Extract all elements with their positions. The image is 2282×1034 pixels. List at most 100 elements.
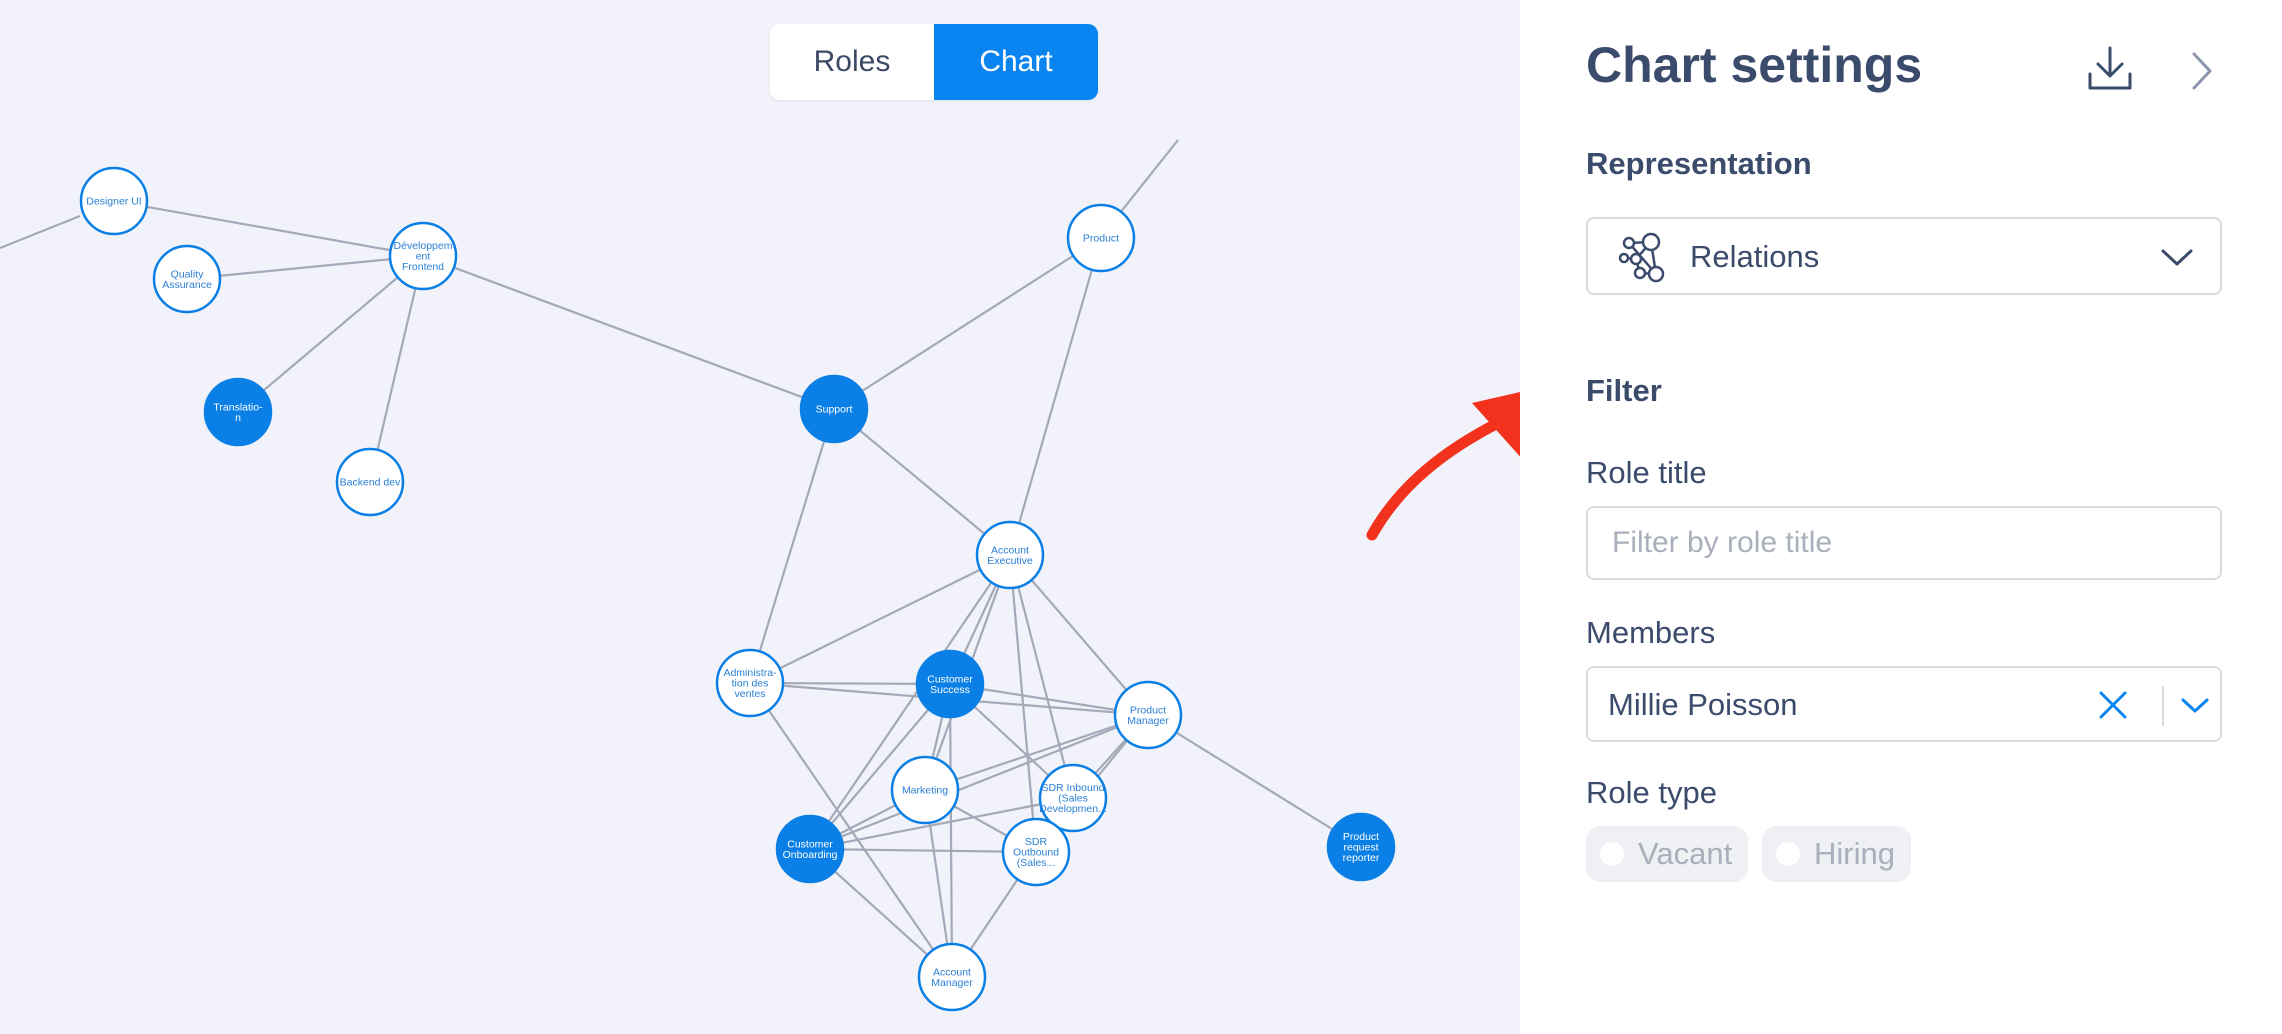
graph-edge xyxy=(1147,714,1362,848)
node-label: Marketing xyxy=(902,785,948,797)
node-circle xyxy=(890,755,960,825)
node-label: Administra- xyxy=(723,667,777,679)
graph-node-sdr-outbound[interactable]: SDROutbound(Sales... xyxy=(1001,817,1071,887)
node-label: Onboarding xyxy=(783,849,838,861)
node-label: reporter xyxy=(1343,852,1380,864)
graph-edge xyxy=(1009,554,1149,716)
node-circle xyxy=(1038,763,1108,833)
graph-edge xyxy=(368,255,425,483)
graph-edge xyxy=(809,683,951,850)
node-label: Account xyxy=(991,544,1029,556)
members-select[interactable]: Millie Poisson xyxy=(1586,666,2222,742)
representation-select[interactable]: Relations xyxy=(1586,217,2222,295)
panel-title: Chart settings xyxy=(1586,37,1923,93)
node-label: Designer UI xyxy=(86,196,141,208)
chevron-right-icon xyxy=(2192,52,2212,90)
node-label: Backend dev xyxy=(340,477,401,489)
graph-edges xyxy=(113,199,1362,978)
node-circle xyxy=(915,649,985,719)
graph-edge xyxy=(422,254,835,411)
node-label: ent xyxy=(416,251,431,263)
graph-edge xyxy=(833,408,1011,556)
filter-heading: Filter xyxy=(1586,373,1662,408)
node-label: ventes xyxy=(735,688,766,700)
download-button[interactable] xyxy=(2086,44,2134,97)
node-circle xyxy=(799,374,869,444)
graph-edge xyxy=(748,408,836,684)
node-circle xyxy=(79,166,149,236)
node-circle xyxy=(917,942,987,1012)
graph-edge xyxy=(237,255,424,413)
node-circle xyxy=(1326,812,1396,882)
radio-icon xyxy=(1776,842,1800,866)
role-type-vacant[interactable]: Vacant xyxy=(1586,826,1749,882)
graph-edge xyxy=(1008,554,1075,799)
chart-tab[interactable]: Chart xyxy=(934,24,1098,100)
node-circle xyxy=(975,520,1045,590)
role-title-label: Role title xyxy=(1586,455,1707,490)
representation-heading: Representation xyxy=(1586,146,1812,181)
role-title-input[interactable] xyxy=(1586,506,2222,580)
chart-settings-panel: Chart settings Representation xyxy=(1520,0,2282,1034)
node-label: Product xyxy=(1343,831,1379,843)
node-label: Translatio- xyxy=(213,401,263,413)
graph-node-product[interactable]: Product xyxy=(1066,203,1136,273)
node-label: SDR Inbound xyxy=(1041,782,1104,794)
graph-node-backend-dev[interactable]: Backend dev xyxy=(335,447,405,517)
graph-node-support[interactable]: Support xyxy=(799,374,869,444)
node-circle xyxy=(152,244,222,314)
node-label: Support xyxy=(816,404,853,416)
download-icon xyxy=(2088,46,2132,90)
graph-edge xyxy=(1008,554,1038,853)
relations-icon xyxy=(1618,232,1665,283)
select-divider xyxy=(2162,686,2164,726)
graph-edge xyxy=(749,554,1011,684)
node-label: Account xyxy=(933,966,971,978)
node-label: n xyxy=(235,412,241,424)
chevron-down-icon[interactable] xyxy=(2180,696,2210,716)
node-label: Customer xyxy=(787,838,833,850)
role-type-label-vacant: Vacant xyxy=(1638,836,1733,871)
members-label: Members xyxy=(1586,615,1716,650)
node-label: Executive xyxy=(987,555,1033,567)
roles-tab[interactable]: Roles xyxy=(770,24,934,100)
node-label: (Sales xyxy=(1058,793,1088,805)
view-toggle: Roles Chart xyxy=(770,24,1098,100)
graph-edge xyxy=(809,847,1037,854)
graph-edge xyxy=(809,554,1011,850)
node-label: SDR xyxy=(1025,836,1048,848)
node-circle xyxy=(715,648,785,718)
graph-node-translation[interactable]: Translatio-n xyxy=(203,377,273,447)
node-label: Frontend xyxy=(402,261,444,273)
graph-edge-offscreen xyxy=(0,214,81,250)
graph-node-designer-ui[interactable]: Designer UI xyxy=(79,166,149,236)
graph-edge xyxy=(924,713,1149,792)
role-type-hiring[interactable]: Hiring xyxy=(1762,826,1911,882)
graph-edge xyxy=(1008,237,1103,556)
collapse-panel-button[interactable] xyxy=(2188,50,2216,95)
radio-icon xyxy=(1600,842,1624,866)
role-type-label-hiring: Hiring xyxy=(1814,836,1895,871)
node-circle xyxy=(1113,680,1183,750)
graph-node-marketing[interactable]: Marketing xyxy=(890,755,960,825)
graph-node-sdr-inbound[interactable]: SDR Inbound(SalesDevelopmen... xyxy=(1038,763,1108,833)
role-type-label: Role type xyxy=(1586,775,1717,810)
node-label: Product xyxy=(1130,704,1166,716)
node-label: (Sales... xyxy=(1017,857,1056,869)
clear-icon[interactable] xyxy=(2096,688,2130,722)
node-circle xyxy=(1066,203,1136,273)
node-circle xyxy=(388,221,458,291)
node-circle xyxy=(775,814,845,884)
